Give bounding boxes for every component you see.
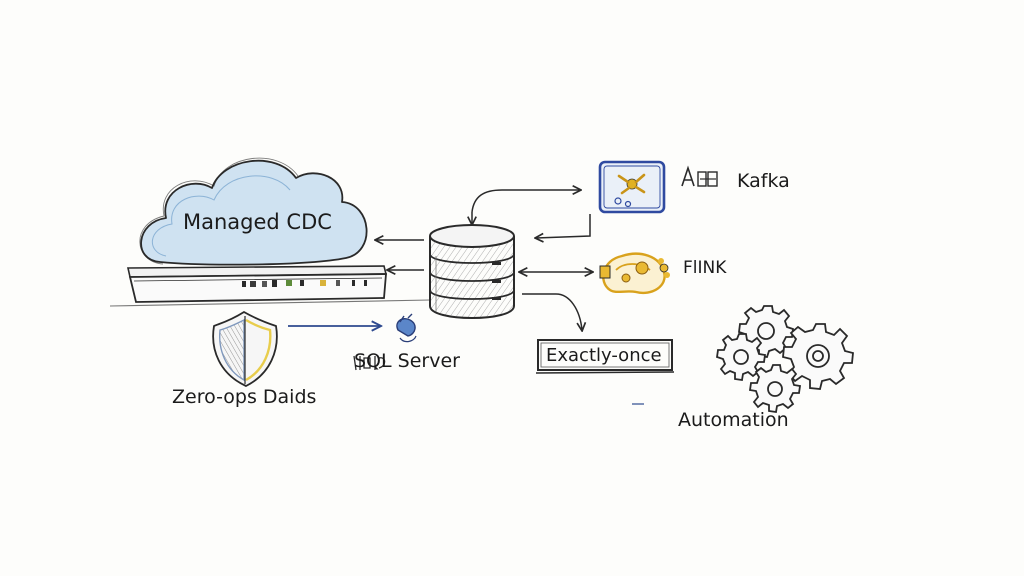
server-appliance-icon <box>127 265 388 303</box>
connector-lines <box>376 190 644 405</box>
sql-scribble-glyphs <box>353 355 386 371</box>
database-stack-icon <box>429 224 515 319</box>
managed-cdc-label: Managed CDC <box>183 210 332 234</box>
kafka-box-icon <box>598 160 718 214</box>
gears-icon <box>716 305 854 414</box>
shield-icon <box>212 310 278 387</box>
exactly-once-box <box>535 339 675 374</box>
exactly-once-label: Exactly-once <box>546 345 662 366</box>
flink-squirrel-icon <box>599 252 670 295</box>
automation-label: Automation <box>678 409 789 431</box>
sql-server-label: SQL Server <box>354 350 460 372</box>
cloud-icon <box>139 157 368 266</box>
flink-label: FlINK <box>683 258 727 278</box>
kafka-label: Kafka <box>737 170 790 192</box>
zero-ops-label: Zero-ops Daids <box>172 386 317 408</box>
sql-server-icon <box>396 313 417 343</box>
